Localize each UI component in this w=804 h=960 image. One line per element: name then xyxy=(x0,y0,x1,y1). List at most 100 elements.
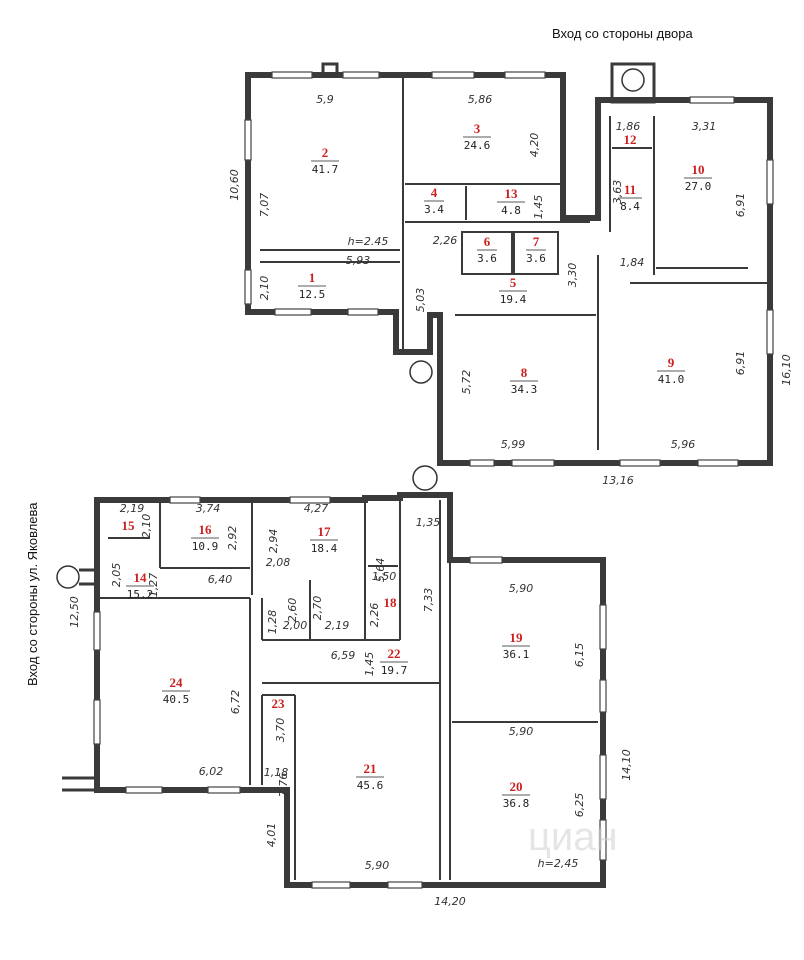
room-24: 24 40.5 xyxy=(162,675,190,706)
dimension-label: 1,45 xyxy=(532,195,545,220)
svg-text:18: 18 xyxy=(384,595,398,610)
dimension-label: 1,86 xyxy=(616,120,641,133)
dimension-label: 4,01 xyxy=(265,823,278,848)
dimension-label: 2,00 xyxy=(283,619,308,632)
dimension-label: 14,10 xyxy=(620,749,633,781)
dimension-label: 2,70 xyxy=(311,596,324,621)
svg-text:16: 16 xyxy=(199,522,213,537)
entrance-street-label: Вход со стороны ул. Яковлева xyxy=(25,502,40,686)
svg-text:15.2: 15.2 xyxy=(127,588,154,601)
room-19: 19 36.1 xyxy=(502,630,530,661)
svg-text:14: 14 xyxy=(134,570,148,585)
yard-entry-porch xyxy=(409,360,433,384)
svg-text:10: 10 xyxy=(692,162,705,177)
south-block-walls xyxy=(56,465,606,888)
dimension-label: 2,05 xyxy=(110,563,123,588)
room-9: 9 41.0 xyxy=(657,355,685,386)
dimension-label: 14,20 xyxy=(434,895,466,908)
svg-text:6: 6 xyxy=(484,234,491,249)
entrance-yard-label: Вход со стороны двора xyxy=(552,26,693,41)
dimension-label: 1,45 xyxy=(363,652,376,677)
dimension-label: 1,28 xyxy=(266,610,279,635)
dimension-label: 6,15 xyxy=(573,643,586,668)
street-entry-porch xyxy=(56,565,80,589)
dimension-label: h=2.45 xyxy=(348,235,389,248)
svg-text:15: 15 xyxy=(122,518,136,533)
svg-text:18.4: 18.4 xyxy=(311,542,338,555)
svg-text:3: 3 xyxy=(474,121,481,136)
dimension-label: 2,92 xyxy=(226,526,239,551)
north-block-windows xyxy=(244,71,774,467)
dimension-label: 6,59 xyxy=(331,649,356,662)
room-21: 21 45.6 xyxy=(356,761,384,792)
dimension-label: h=2,45 xyxy=(538,857,579,870)
dimension-label: 13,16 xyxy=(602,474,634,487)
room-22: 22 19.7 xyxy=(380,646,408,677)
dimension-label: 3,31 xyxy=(692,120,717,133)
north-block-walls xyxy=(245,62,773,466)
dimension-label: 1,27 xyxy=(147,573,160,598)
room-14: 14 15.2 xyxy=(126,570,154,601)
svg-text:19.4: 19.4 xyxy=(500,293,527,306)
svg-text:11: 11 xyxy=(624,182,636,197)
svg-text:9: 9 xyxy=(668,355,675,370)
room-11: 11 8.4 xyxy=(618,182,642,213)
room-20: 20 36.8 xyxy=(502,779,530,810)
dimension-label: 5,99 xyxy=(501,438,526,451)
svg-text:27.0: 27.0 xyxy=(685,180,712,193)
svg-text:17: 17 xyxy=(318,524,332,539)
south-block-windows xyxy=(93,496,607,889)
svg-text:8: 8 xyxy=(521,365,528,380)
room-8: 8 34.3 xyxy=(510,365,538,396)
dimension-label: 5,90 xyxy=(509,582,534,595)
dimension-label: 4,20 xyxy=(528,133,541,158)
dimension-label: 5,64 xyxy=(374,558,387,583)
dimension-label: 3,70 xyxy=(274,718,287,743)
dimension-label: 7,76 xyxy=(277,773,290,798)
dimension-label: 12,50 xyxy=(68,596,81,628)
dimension-label: 5,72 xyxy=(460,370,473,395)
dimension-label: 6,91 xyxy=(734,351,747,376)
dimension-label: 2,10 xyxy=(258,276,271,301)
dimension-label: 2,26 xyxy=(433,234,458,247)
svg-text:20: 20 xyxy=(510,779,523,794)
room-3: 3 24.6 xyxy=(463,121,491,152)
dimension-label: 2,10 xyxy=(140,514,153,539)
svg-text:21: 21 xyxy=(364,761,377,776)
svg-text:41.7: 41.7 xyxy=(312,163,339,176)
dimension-label: 3,74 xyxy=(196,502,221,515)
room-6: 6 3.6 xyxy=(477,234,497,265)
svg-text:1: 1 xyxy=(309,270,316,285)
dimension-label: 16,10 xyxy=(780,354,793,386)
room-18: 18 xyxy=(384,595,398,610)
svg-text:19.7: 19.7 xyxy=(381,664,408,677)
dimension-label: 6,02 xyxy=(199,765,224,778)
dimension-label: 2,19 xyxy=(120,502,145,515)
svg-text:34.3: 34.3 xyxy=(511,383,538,396)
dimension-label: 2,60 xyxy=(286,598,299,623)
svg-text:3.6: 3.6 xyxy=(526,252,546,265)
dimension-label: 4,27 xyxy=(304,502,329,515)
dimension-label: 5,90 xyxy=(365,859,390,872)
dimension-label: 10,60 xyxy=(228,169,241,201)
room-2: 2 41.7 xyxy=(311,145,339,176)
south-top-porch xyxy=(412,465,438,491)
svg-text:19: 19 xyxy=(510,630,524,645)
svg-text:3.6: 3.6 xyxy=(477,252,497,265)
dimension-label: 7,07 xyxy=(258,193,271,218)
dimension-label: 1,18 xyxy=(264,766,289,779)
svg-text:4.8: 4.8 xyxy=(501,204,521,217)
dimension-label: 5,90 xyxy=(509,725,534,738)
svg-text:4: 4 xyxy=(431,185,438,200)
svg-text:12.5: 12.5 xyxy=(299,288,326,301)
svg-text:45.6: 45.6 xyxy=(357,779,384,792)
room-15: 15 xyxy=(122,518,136,533)
svg-text:13: 13 xyxy=(505,186,519,201)
room-10: 10 27.0 xyxy=(684,162,712,193)
svg-text:10.9: 10.9 xyxy=(192,540,219,553)
room-labels: 1 12.5 2 41.7 3 24.6 4 3.4 5 19.4 6 3.6 xyxy=(122,121,712,810)
svg-text:8.4: 8.4 xyxy=(620,200,640,213)
room-16: 16 10.9 xyxy=(191,522,219,553)
